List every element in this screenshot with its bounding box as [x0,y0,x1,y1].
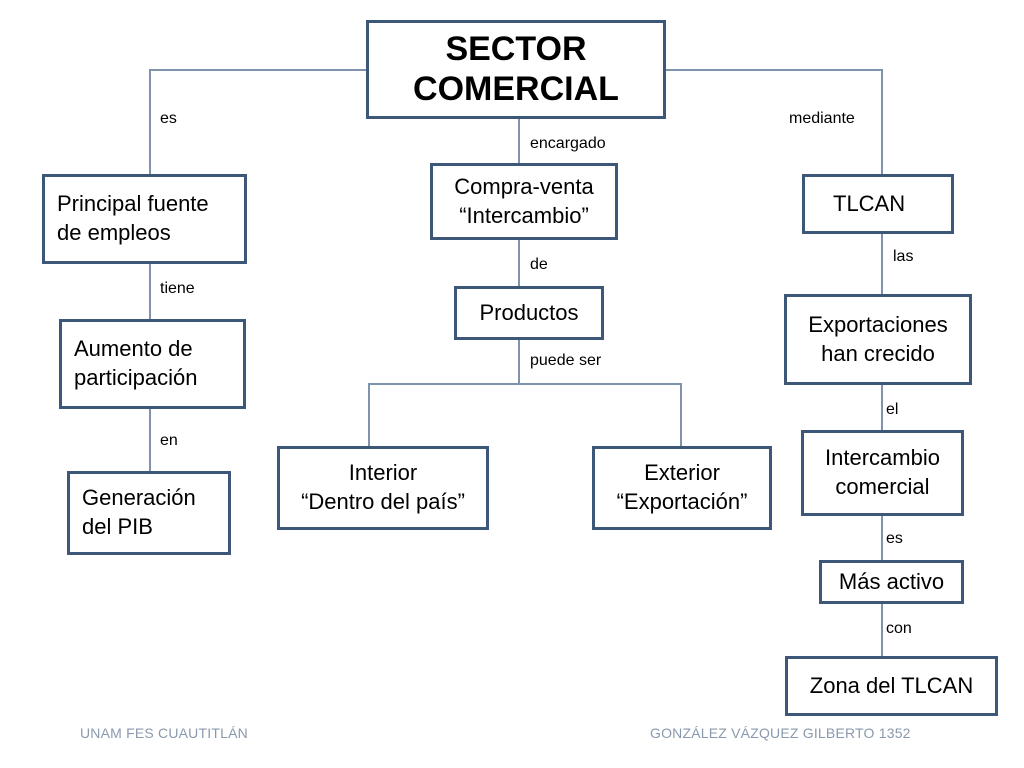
node-interior: Interior “Dentro del país” [277,446,489,530]
node-productos: Productos [454,286,604,340]
node-tlcan: TLCAN [802,174,954,234]
footer-right: GONZÁLEZ VÁZQUEZ GILBERTO 1352 [650,725,911,741]
label-tiene: tiene [160,280,195,297]
label-con: con [886,620,912,637]
label-las: las [893,248,914,265]
label-de: de [530,256,548,273]
label-es-right: es [886,530,903,547]
connector-root-left [149,69,368,176]
footer-left: UNAM FES CUAUTITLÁN [80,725,248,741]
label-encargado: encargado [530,135,606,152]
connector-root-right [665,69,883,176]
label-es-left: es [160,110,177,127]
node-mas-activo: Más activo [819,560,964,604]
node-sector-comercial: SECTOR COMERCIAL [366,20,666,119]
node-generacion-pib: Generación del PIB [67,471,231,555]
node-principal-fuente: Principal fuente de empleos [42,174,247,264]
label-mediante: mediante [789,110,855,127]
label-puede-ser: puede ser [530,352,602,369]
node-exterior: Exterior “Exportación” [592,446,772,530]
connector-split-branches [368,383,682,448]
label-el: el [886,401,899,418]
node-compra-venta: Compra-venta “Intercambio” [430,163,618,240]
node-aumento-participacion: Aumento de participación [59,319,246,409]
node-exportaciones: Exportaciones han crecido [784,294,972,385]
node-intercambio-comercial: Intercambio comercial [801,430,964,516]
node-zona-tlcan: Zona del TLCAN [785,656,998,716]
label-en: en [160,432,178,449]
